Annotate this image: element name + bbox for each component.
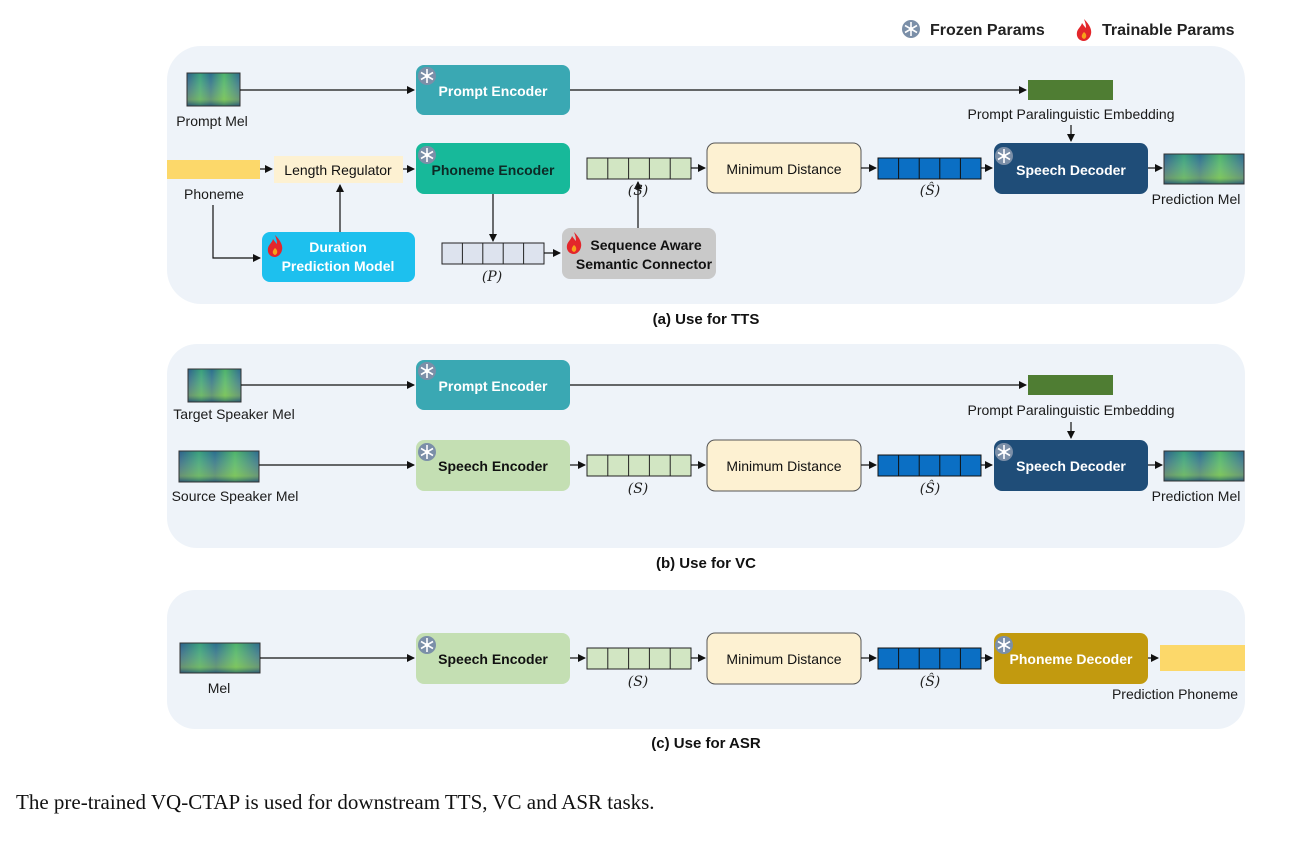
length-regulator-box <box>274 156 403 183</box>
phoneme-encoder-label: Phoneme Encoder <box>432 162 555 178</box>
prompt-encoder-label: Prompt Encoder <box>439 83 548 99</box>
panel-tts-caption: (a) Use for TTS <box>653 311 760 328</box>
source-mel-label: Source Speaker Mel <box>172 488 299 504</box>
sequence-s-label: (S) <box>628 674 649 690</box>
connector-label-line2: Semantic Connector <box>576 256 713 272</box>
sequence-p-label: (P) <box>482 269 502 285</box>
speech-encoder-box <box>416 633 570 684</box>
phoneme-label: Phoneme <box>184 186 244 202</box>
snowflake-icon <box>417 66 437 86</box>
speech-decoder-box <box>994 440 1148 491</box>
prompt-embedding-bar <box>1028 80 1113 100</box>
phoneme-decoder-label: Phoneme Decoder <box>1010 651 1133 667</box>
legend: Frozen Params Trainable Params <box>901 19 1235 41</box>
flame-icon <box>1076 19 1092 41</box>
speech-encoder-label: Speech Encoder <box>438 651 548 667</box>
duration-prediction-box <box>262 232 415 282</box>
prompt-mel-image <box>186 72 241 107</box>
sequence-p <box>441 242 545 265</box>
panel-vc: Target Speaker Mel Prompt Encoder Prompt… <box>167 344 1245 548</box>
semantic-connector-box <box>562 228 716 279</box>
speech-encoder-box <box>416 440 570 491</box>
prediction-mel-label: Prediction Mel <box>1152 191 1241 207</box>
phoneme-decoder-box <box>994 633 1148 684</box>
prediction-mel-label: Prediction Mel <box>1152 488 1241 504</box>
phoneme-encoder-box <box>416 143 570 194</box>
figure-caption: The pre-trained VQ-CTAP is used for down… <box>16 790 655 814</box>
sequence-s-label: (S) <box>628 481 649 497</box>
snowflake-icon <box>417 635 437 655</box>
legend-trainable: Trainable Params <box>1102 22 1235 39</box>
panel-asr: Mel Speech Encoder (S) Minimum Distance … <box>167 590 1245 729</box>
mel-label: Mel <box>208 680 231 696</box>
prediction-phoneme-bar <box>1160 645 1245 671</box>
duration-label-line1: Duration <box>309 239 367 255</box>
panel-vc-caption: (b) Use for VC <box>656 555 756 572</box>
panel-background <box>167 590 1245 729</box>
speech-encoder-label: Speech Encoder <box>438 458 548 474</box>
legend-frozen: Frozen Params <box>930 22 1045 39</box>
sequence-s-hat-label: (Ŝ) <box>920 479 941 497</box>
panel-tts: Prompt Mel Prompt Encoder Prompt Paralin… <box>167 46 1245 304</box>
duration-label-line2: Prediction Model <box>282 258 395 274</box>
prompt-encoder-box <box>416 360 570 410</box>
mel-image <box>179 642 261 674</box>
prediction-phoneme-label: Prediction Phoneme <box>1112 686 1238 702</box>
speech-decoder-box <box>994 143 1148 194</box>
speech-decoder-label: Speech Decoder <box>1016 162 1126 178</box>
target-mel-label: Target Speaker Mel <box>173 406 294 422</box>
prompt-embedding-label: Prompt Paralinguistic Embedding <box>968 402 1175 418</box>
prediction-mel-image <box>1163 153 1245 185</box>
sequence-s <box>586 454 692 477</box>
panel-asr-caption: (c) Use for ASR <box>651 735 761 752</box>
source-mel-image <box>178 450 260 483</box>
snowflake-icon <box>901 19 921 39</box>
snowflake-icon <box>417 442 437 462</box>
prompt-encoder-label: Prompt Encoder <box>439 378 548 394</box>
snowflake-icon <box>994 442 1014 462</box>
prediction-mel-image <box>1163 450 1245 482</box>
sequence-s-hat-label: (Ŝ) <box>920 672 941 690</box>
prompt-encoder-box <box>416 65 570 115</box>
sequence-s-hat <box>877 454 982 477</box>
phoneme-bar <box>167 160 260 179</box>
snowflake-icon <box>417 361 437 381</box>
prompt-embedding-bar <box>1028 375 1113 395</box>
sequence-s-hat <box>877 157 982 180</box>
minimum-distance-label: Minimum Distance <box>726 458 841 474</box>
sequence-s-label: (S) <box>628 183 649 199</box>
prompt-embedding-label: Prompt Paralinguistic Embedding <box>968 106 1175 122</box>
target-mel-image <box>187 368 242 403</box>
snowflake-icon <box>994 146 1014 166</box>
length-regulator-label: Length Regulator <box>284 162 392 178</box>
minimum-distance-label: Minimum Distance <box>726 161 841 177</box>
connector-label-line1: Sequence Aware <box>590 237 701 253</box>
sequence-s <box>586 157 692 180</box>
speech-decoder-label: Speech Decoder <box>1016 458 1126 474</box>
prompt-mel-label: Prompt Mel <box>176 113 248 129</box>
sequence-s-hat <box>877 647 982 670</box>
sequence-s-hat-label: (Ŝ) <box>920 181 941 199</box>
minimum-distance-label: Minimum Distance <box>726 651 841 667</box>
sequence-s <box>586 647 692 670</box>
